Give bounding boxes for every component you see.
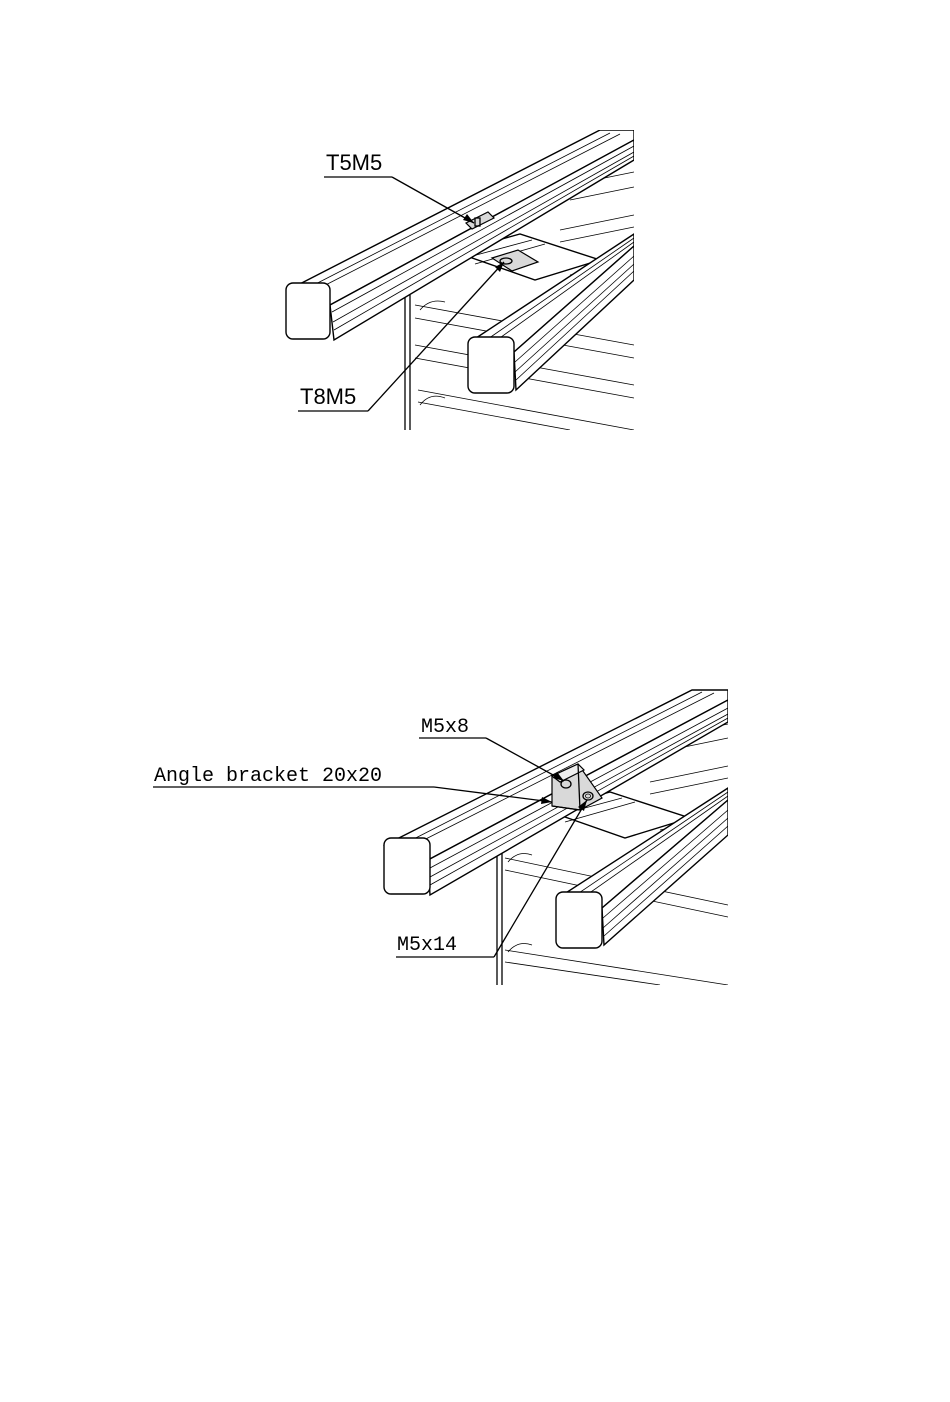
figure-1-drawing: T5M5 T8M5 bbox=[270, 130, 650, 440]
label-t5m5: T5M5 bbox=[326, 150, 382, 175]
figure-angle-bracket: M5x8 Angle bracket 20x20 M5x14 bbox=[140, 680, 740, 1000]
label-m5x8: M5x8 bbox=[421, 716, 469, 739]
figure-2-drawing: M5x8 Angle bracket 20x20 M5x14 bbox=[140, 680, 740, 1000]
label-t8m5: T8M5 bbox=[300, 384, 356, 409]
label-m5x14: M5x14 bbox=[397, 934, 457, 957]
label-angle-bracket: Angle bracket 20x20 bbox=[154, 765, 382, 788]
figure-t-slot-nuts: T5M5 T8M5 bbox=[270, 130, 650, 440]
